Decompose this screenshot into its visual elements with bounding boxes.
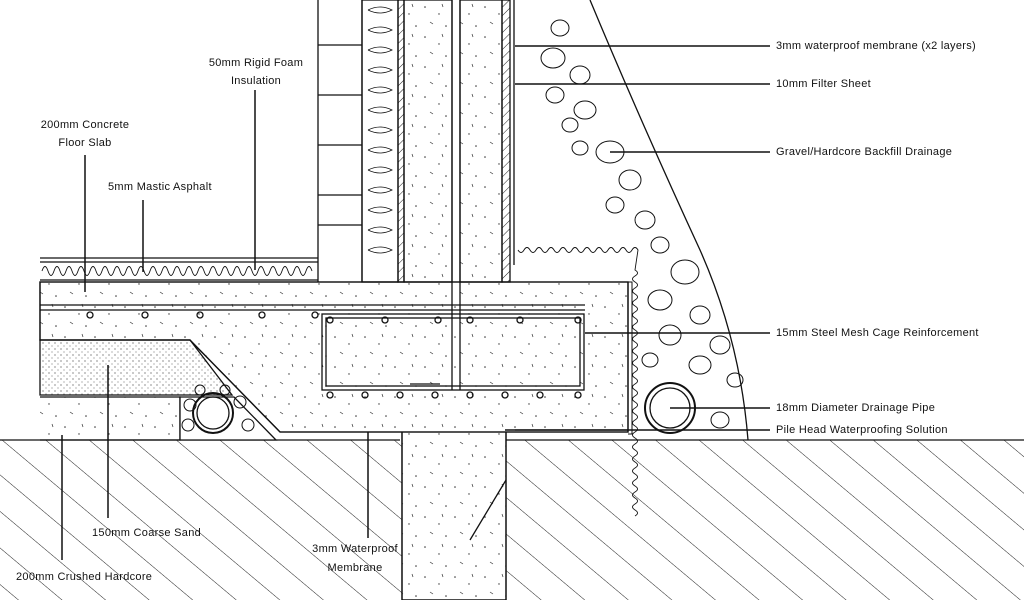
- label-steel-mesh: 15mm Steel Mesh Cage Reinforcement: [776, 327, 979, 339]
- label-slab-2: Floor Slab: [58, 137, 112, 149]
- label-crushed-hardcore: 200mm Crushed Hardcore: [16, 571, 153, 583]
- label-membrane-2: Membrane: [327, 562, 383, 574]
- label-pile-head: Pile Head Waterproofing Solution: [776, 424, 948, 436]
- label-coarse-sand: 150mm Coarse Sand: [92, 527, 202, 539]
- floor-insulation: [41, 266, 313, 276]
- ground-hatch: [0, 440, 1024, 600]
- label-filter-sheet: 10mm Filter Sheet: [776, 78, 871, 90]
- drainage-pipe-left: [192, 392, 234, 434]
- label-rigid-foam-1: 50mm Rigid Foam: [208, 57, 304, 69]
- label-drainage-pipe: 18mm Diameter Drainage Pipe: [776, 402, 936, 414]
- leader-lines: [61, 45, 770, 560]
- backfill-stones: [540, 19, 744, 429]
- wall: [317, 0, 515, 390]
- label-slab-1: 200mm Concrete: [40, 119, 130, 131]
- rebar-dots: [86, 311, 582, 399]
- label-gravel-backfill: Gravel/Hardcore Backfill Drainage: [776, 146, 953, 158]
- label-membrane-1: 3mm Waterproof: [312, 543, 398, 555]
- steel-mesh-cage: [321, 313, 585, 391]
- label-mastic-asphalt: 5mm Mastic Asphalt: [108, 181, 212, 193]
- label-rigid-foam-2: Insulation: [230, 75, 282, 87]
- coarse-sand: [39, 339, 234, 396]
- label-waterproof-membrane-x2: 3mm waterproof membrane (x2 layers): [776, 40, 977, 52]
- gravel: [181, 384, 255, 432]
